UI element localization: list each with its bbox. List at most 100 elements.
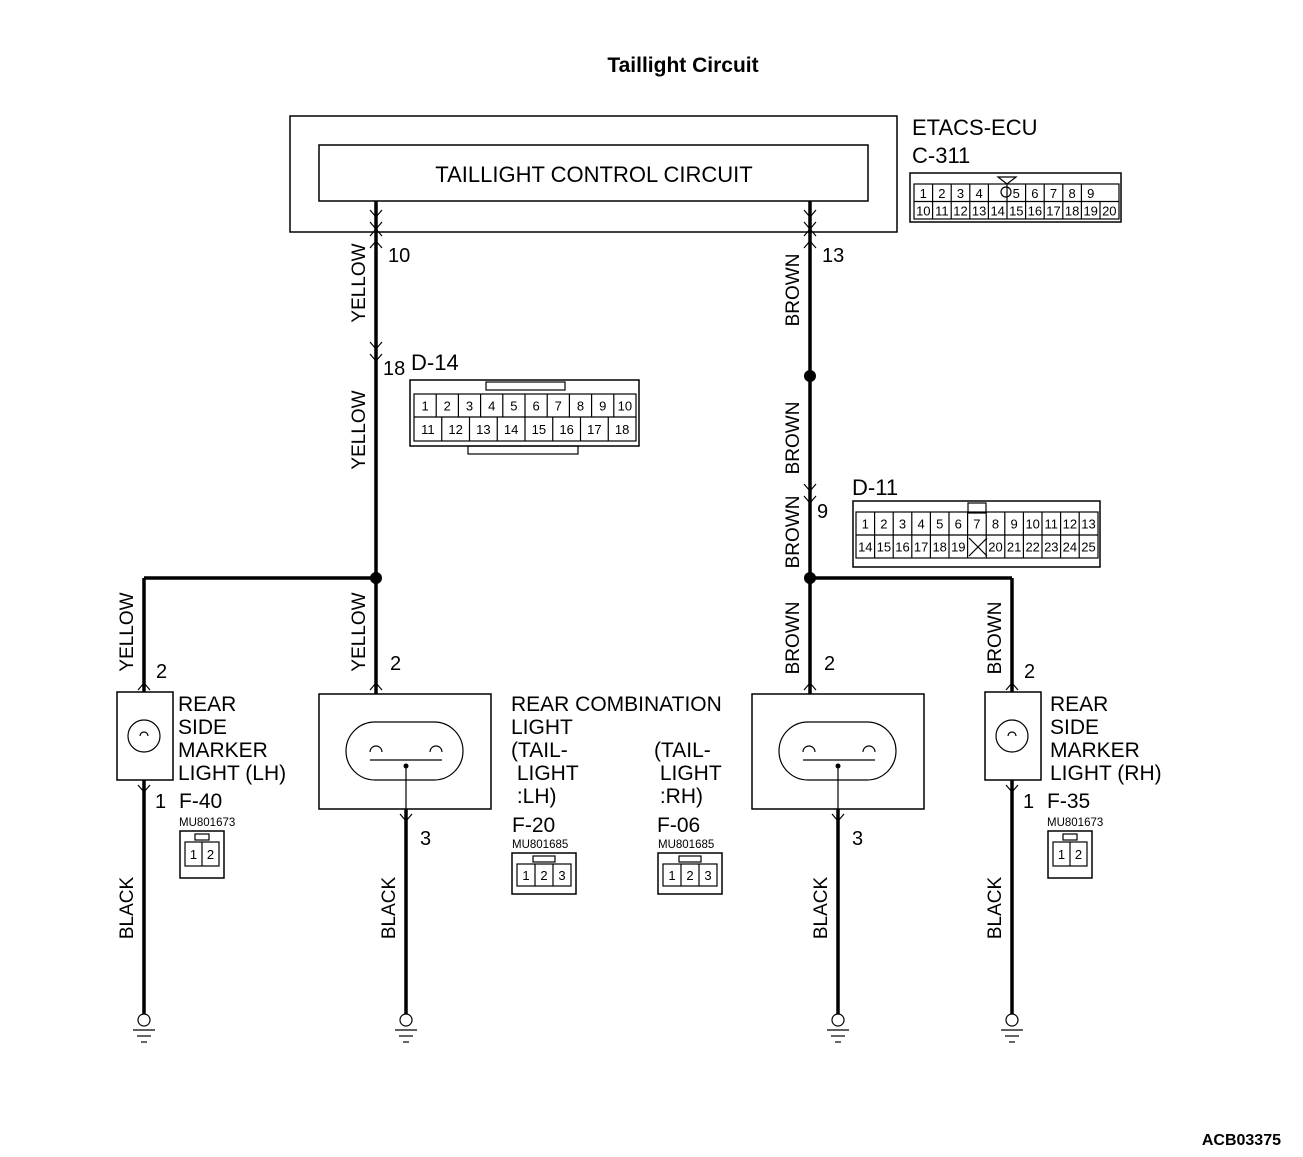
side-lh-pin-out: 1	[155, 791, 166, 813]
connector-f35: 1 2	[1047, 830, 1093, 879]
combo-lh-sub-1: (TAIL-	[511, 739, 568, 762]
c311-cell: 20	[1102, 203, 1116, 218]
etacs-ecu: TAILLIGHT CONTROL CIRCUIT	[289, 115, 898, 233]
c311-cell: 3	[957, 186, 964, 201]
side-rh-label-4: LIGHT (RH)	[1050, 762, 1162, 785]
f35-connector-id: F-35	[1047, 790, 1090, 813]
f40-cell: 1	[190, 847, 197, 862]
c311-cell: 17	[1046, 203, 1060, 218]
c311-cell: 16	[1028, 203, 1042, 218]
ecu-inner-box	[318, 144, 869, 202]
side-marker-light-rh	[984, 691, 1042, 781]
d11-cell: 24	[1063, 540, 1077, 555]
d11-cell: 5	[936, 517, 943, 532]
ecu-name: ETACS-ECU	[912, 115, 1038, 140]
f20-cell: 1	[522, 868, 529, 883]
d11-cell: 21	[1007, 540, 1021, 555]
d14-connector-id: D-14	[411, 350, 459, 375]
d14-cell: 6	[532, 399, 539, 414]
c311-cell: 7	[1050, 186, 1057, 201]
d11-cell: 12	[1063, 517, 1077, 532]
d14-cell: 1	[421, 399, 428, 414]
wire-label-yellow-4: YELLOW	[349, 592, 370, 671]
d11-pin: 9	[817, 501, 828, 523]
d11-cell: 20	[988, 540, 1002, 555]
splice-dot	[804, 370, 816, 382]
d14-cell: 11	[421, 422, 435, 437]
f06-cell: 2	[686, 868, 693, 883]
ecu-connector-id: C-311	[912, 143, 970, 168]
d14-cell: 16	[559, 422, 573, 437]
wire-label-black-3: BLACK	[811, 877, 832, 940]
d11-cell: 15	[877, 540, 891, 555]
d14-cell: 17	[587, 422, 601, 437]
f35-cell: 1	[1058, 847, 1065, 862]
d14-cell: 8	[577, 399, 584, 414]
combo-lh-sub-2: LIGHT	[511, 762, 579, 785]
connector-f20: 1 2 3	[511, 852, 577, 895]
f20-cell: 2	[540, 868, 547, 883]
wire-label-black-1: BLACK	[117, 877, 138, 940]
figure-code: ACB03375	[1202, 1132, 1281, 1149]
f35-part-no: MU801673	[1047, 817, 1103, 829]
ecu-inner-label: TAILLIGHT CONTROL CIRCUIT	[435, 162, 752, 187]
side-lh-label-2: SIDE	[178, 716, 227, 739]
d11-cell: 25	[1081, 540, 1095, 555]
side-rh-label-3: MARKER	[1050, 739, 1140, 762]
d14-cell: 14	[504, 422, 518, 437]
f06-connector-id: F-06	[657, 814, 700, 837]
bulb-icon	[995, 719, 1029, 753]
d14-pin: 18	[383, 358, 405, 380]
c311-cell: 13	[972, 203, 986, 218]
side-rh-label-1: REAR	[1050, 693, 1108, 716]
ground-icon	[1001, 1013, 1023, 1043]
f40-connector-id: F-40	[179, 790, 222, 813]
rear-combination-light-rh	[751, 693, 925, 810]
d11-cell: 19	[951, 540, 965, 555]
c311-cell: 11	[935, 203, 949, 218]
d11-cell: 17	[914, 540, 928, 555]
d14-cell: 2	[444, 399, 451, 414]
f40-part-no: MU801673	[179, 817, 235, 829]
d14-cell: 4	[488, 399, 495, 414]
side-lh-pin-in: 2	[156, 661, 167, 683]
d11-cell: 16	[895, 540, 909, 555]
side-lh-label-4: LIGHT (LH)	[178, 762, 286, 785]
side-rh-pin-out: 1	[1023, 791, 1034, 813]
combo-lh-pin-in: 2	[390, 653, 401, 675]
wire-label-yellow-3: YELLOW	[117, 592, 138, 671]
combo-lh-sub-3: :LH)	[511, 785, 557, 808]
d11-cell: 11	[1045, 517, 1059, 532]
wire-label-yellow-1: YELLOW	[349, 243, 370, 322]
terminal-marks-bottom	[137, 784, 1019, 822]
d14-cell: 18	[615, 422, 629, 437]
d14-cell: 15	[532, 422, 546, 437]
c311-cell: 18	[1065, 203, 1079, 218]
wire-label-black-2: BLACK	[379, 877, 400, 940]
ground-icon	[133, 1013, 155, 1043]
bulb-icon	[345, 721, 464, 781]
d11-connector-id: D-11	[852, 475, 898, 500]
ground-icon	[827, 1013, 849, 1043]
wire-label-brown-5: BROWN	[985, 602, 1006, 675]
d11-cell: 14	[858, 540, 872, 555]
d11-cell: 22	[1025, 540, 1039, 555]
d11-cell: 2	[880, 517, 887, 532]
side-lh-label-1: REAR	[178, 693, 236, 716]
ground-icon	[395, 1013, 417, 1043]
f06-cell: 3	[704, 868, 711, 883]
ecu-pin-brown: 13	[822, 245, 844, 267]
side-rh-pin-in: 2	[1024, 661, 1035, 683]
f40-cell: 2	[207, 847, 214, 862]
wire-label-brown-3: BROWN	[783, 496, 804, 569]
wire-label-brown-1: BROWN	[783, 254, 804, 327]
ecu-pin-yellow: 10	[388, 245, 410, 267]
d11-cell: 4	[917, 517, 924, 532]
d11-cell: 1	[862, 517, 869, 532]
d11-cell: 7	[973, 517, 980, 532]
f20-cell: 3	[558, 868, 565, 883]
d14-cell: 10	[618, 399, 632, 414]
c311-cell: 12	[953, 203, 967, 218]
